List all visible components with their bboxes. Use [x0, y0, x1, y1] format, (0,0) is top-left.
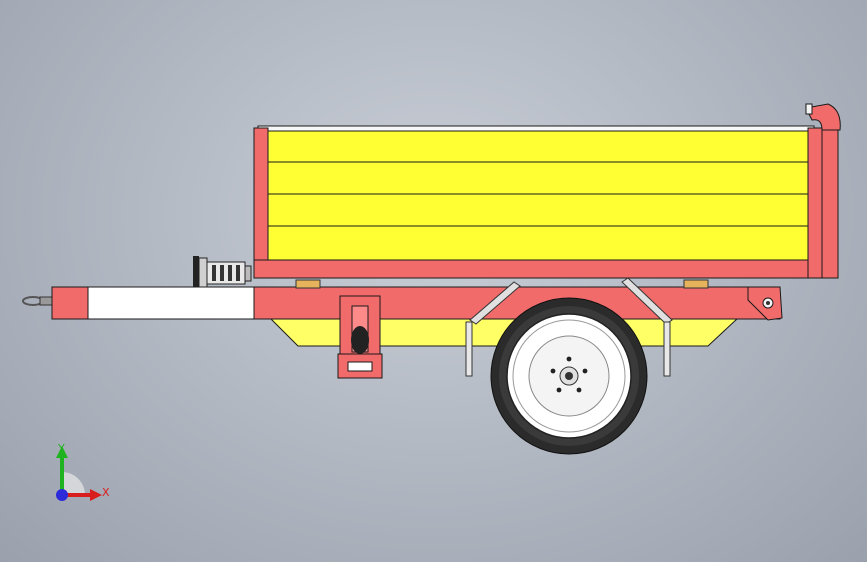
- suspension: [465, 277, 673, 377]
- pump-unit: [193, 256, 252, 288]
- triad-y-label: Y: [58, 442, 65, 455]
- triad-x-label: X: [102, 486, 110, 499]
- wheel: [490, 297, 648, 455]
- coordinate-triad: [56, 446, 102, 501]
- body-roller-rear: [683, 279, 709, 289]
- drawbar: [22, 286, 783, 321]
- z-axis-dot: [56, 489, 68, 501]
- cargo-box: [253, 103, 841, 279]
- body-roller-front: [295, 279, 321, 289]
- jockey-leg: [337, 295, 383, 379]
